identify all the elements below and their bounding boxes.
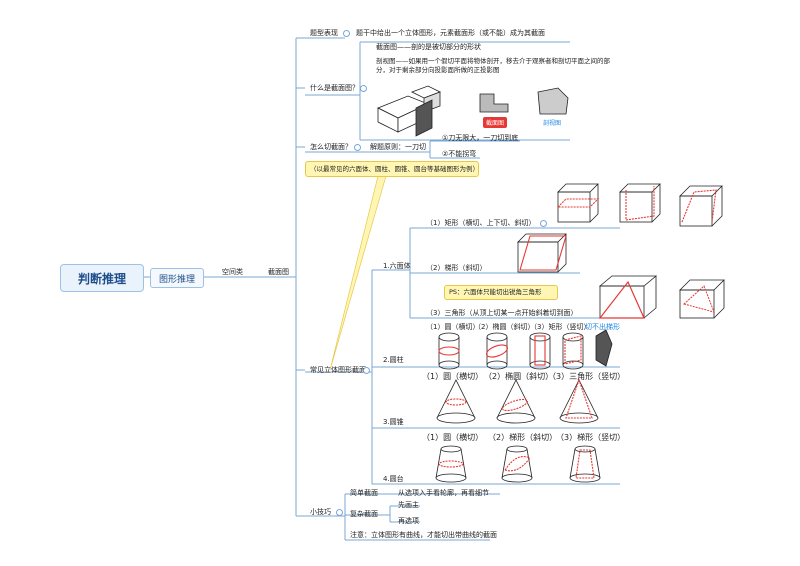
- frustum-item-3: （3）梯形（竖切）: [556, 433, 626, 442]
- spatial-category-label[interactable]: 空间类: [222, 268, 243, 276]
- section-definition: 截面图——剖的是被切部分的形状: [376, 43, 481, 51]
- collapse-icon[interactable]: [354, 144, 361, 151]
- collapse-icon[interactable]: [363, 367, 370, 374]
- cone-item-2: （2）椭圆（斜切）: [484, 372, 554, 381]
- complex-step-2: 再选项: [398, 517, 419, 525]
- hexahedron-label[interactable]: 1.六面体: [383, 262, 411, 270]
- cylinder-item-1: （1）圆（横切）: [426, 323, 480, 331]
- tips-label[interactable]: 小技巧: [310, 508, 331, 516]
- root-node[interactable]: 判断推理: [60, 264, 144, 292]
- section-view-label[interactable]: 截面图: [268, 268, 289, 276]
- simple-section-text: 从选项入手看轮廓，再看细节: [398, 489, 489, 497]
- common-solids-label[interactable]: 常见立体图形截面: [310, 366, 366, 374]
- collapse-icon[interactable]: [540, 220, 547, 227]
- cube-rectangle: （1）矩形（横切、上下切、斜切）: [426, 219, 536, 227]
- how-to-cut-label[interactable]: 怎么切截面？: [310, 143, 352, 151]
- cube-trapezoid: （2）梯形（斜切）: [426, 264, 487, 272]
- question-form-label[interactable]: 题型表现: [310, 29, 338, 37]
- cone-item-3: （3）三角形（竖切）: [548, 372, 626, 381]
- question-form-text: 题干中给出一个立体图形，元素截面形（或不能）成为其截面: [356, 29, 545, 37]
- complex-step-1: 先画主: [398, 501, 419, 509]
- frustum-label[interactable]: 4.圆台: [383, 475, 404, 483]
- cube-triangle: （3）三角形（从顶上切某一点开始斜着切到面）: [426, 309, 578, 317]
- cylinder-item-2: （2）椭圆（斜切）: [474, 323, 535, 331]
- collapse-icon[interactable]: [343, 30, 350, 37]
- cone-item-1: （1）圆（横切）: [422, 372, 484, 381]
- cutaway-view-tag: 剖视图: [543, 120, 562, 127]
- what-is-section-label[interactable]: 什么是截面图？: [310, 84, 359, 92]
- simple-section-label[interactable]: 简单截面: [350, 489, 378, 497]
- tips-note: 注意：立体图形有曲线，才能切出带曲线的截面: [350, 531, 497, 539]
- cut-rule-1: ①刀无限大，一刀切到底: [442, 134, 519, 142]
- cylinder-special-note: 切不出梯形: [585, 323, 620, 331]
- cylinder-label[interactable]: 2.圆柱: [383, 356, 404, 364]
- section-view-tag: 截面图: [483, 117, 508, 128]
- complex-section-label[interactable]: 复杂截面: [350, 510, 378, 518]
- frustum-item-2: （2）梯形（斜切）: [488, 433, 558, 442]
- collapse-icon[interactable]: [360, 85, 367, 92]
- example-callout: （以最常见的六面体、圆柱、圆锥、圆台等基础图形为例）: [305, 161, 479, 177]
- cylinder-item-3: （3）矩形（竖切）: [530, 323, 591, 331]
- frustum-item-1: （1）圆（横切）: [422, 433, 484, 442]
- cut-rule-2: ②不能拐弯: [442, 150, 477, 158]
- cone-label[interactable]: 3.圆锥: [383, 418, 404, 426]
- cutaway-definition: 剖视图——如果用一个假切平面将物体剖开，移去介于观察者和剖切平面之间的部: [376, 57, 610, 65]
- collapse-icon[interactable]: [336, 509, 343, 516]
- ps-note: PS：六面体只能切出锐角三角形: [444, 285, 558, 300]
- cut-principle: 解题原则：一刀切: [370, 143, 426, 151]
- graphic-reasoning-node[interactable]: 图形推理: [150, 268, 204, 288]
- cutaway-definition-cont: 分，对于剩余部分向投影面所做的正投影图: [376, 66, 500, 74]
